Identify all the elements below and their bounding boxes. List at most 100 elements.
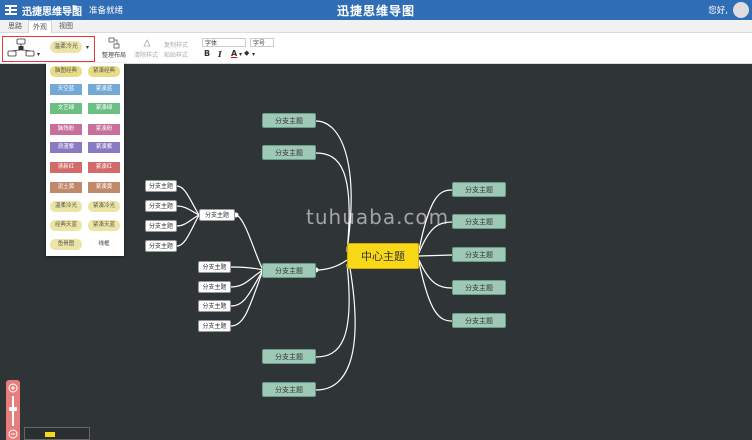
theme-option-label: 浪漫紫: [57, 144, 75, 150]
zoom-handle[interactable]: [9, 407, 17, 411]
font-family-select[interactable]: 字体: [202, 38, 246, 47]
theme-option-label: 紧凑粉: [95, 126, 113, 132]
theme-option-label: 泥土黄: [57, 184, 75, 190]
theme-option[interactable]: 天空蓝: [50, 84, 82, 95]
theme-option-label: 紧凑紫: [95, 144, 113, 150]
theme-option[interactable]: 文艺绿: [50, 103, 82, 114]
font-color-button[interactable]: A: [231, 49, 238, 58]
theme-dropdown-icon[interactable]: ▾: [86, 44, 90, 51]
theme-option-label: 紧凑蓝: [95, 86, 113, 92]
leaf-node[interactable]: 分支主题: [198, 300, 231, 312]
theme-option[interactable]: 脑残粉: [50, 124, 82, 135]
user-greeting[interactable]: 您好,: [708, 6, 728, 16]
theme-option-label: 脑残粉: [57, 126, 75, 132]
leaf-node[interactable]: 分支主题: [198, 261, 231, 273]
copy-style-button[interactable]: 复制样式: [164, 42, 189, 49]
theme-option[interactable]: 紧凑经典: [88, 66, 120, 77]
branch-node[interactable]: 分支主题: [262, 145, 316, 160]
font-size-value: 字号: [253, 40, 266, 47]
tab-view[interactable]: 视图: [59, 22, 73, 30]
theme-option-label: 天空蓝: [57, 86, 75, 92]
zoom-out-icon[interactable]: [8, 429, 18, 439]
theme-option[interactable]: 紧凑冷光: [88, 201, 120, 212]
theme-option-label: 紧凑天蓝: [92, 222, 115, 228]
theme-option-label: 紧凑冷光: [92, 203, 115, 209]
center-topic[interactable]: 中心主题: [347, 243, 419, 269]
italic-button[interactable]: I: [218, 49, 222, 59]
font-family-value: 字体: [205, 40, 218, 47]
theme-option-label: 紧凑经典: [92, 68, 115, 74]
title-bar: 迅捷思维导图 ▾ 准备就绪 迅捷思维导图 您好,: [0, 0, 752, 20]
paste-style-button[interactable]: 粘贴样式: [164, 52, 189, 59]
arrange-layout-icon[interactable]: [108, 37, 120, 49]
theme-option-label: 线框: [98, 241, 110, 247]
theme-option[interactable]: 温柔冷光: [50, 201, 82, 212]
layout-dropdown-icon[interactable]: ▾: [37, 51, 41, 58]
theme-option[interactable]: 紧凑天蓝: [88, 220, 120, 231]
leaf-node[interactable]: 分支主题: [145, 180, 177, 192]
theme-option[interactable]: 紧凑粉: [88, 124, 120, 135]
app-logo-icon[interactable]: [4, 3, 18, 17]
branch-node[interactable]: 分支主题: [452, 214, 506, 229]
zoom-track[interactable]: [12, 396, 14, 426]
theme-option[interactable]: 经典天蓝: [50, 220, 82, 231]
zoom-slider[interactable]: [6, 380, 20, 440]
tab-idea[interactable]: 思路: [8, 22, 22, 30]
theme-option[interactable]: 浪漫紫: [50, 142, 82, 153]
branch-node[interactable]: 分支主题: [262, 263, 316, 278]
branch-node[interactable]: 分支主题: [262, 113, 316, 128]
theme-option-label: 清新红: [57, 164, 75, 170]
branch-node[interactable]: 分支主题: [262, 382, 316, 397]
theme-option[interactable]: 线框: [88, 239, 120, 250]
theme-option[interactable]: 泥土黄: [50, 182, 82, 193]
leaf-node[interactable]: 分支主题: [198, 281, 231, 293]
sub-branch-node[interactable]: 分支主题: [199, 209, 235, 221]
theme-option[interactable]: 紧凑黄: [88, 182, 120, 193]
theme-option[interactable]: 紧凑蓝: [88, 84, 120, 95]
theme-option-label: 文艺绿: [57, 105, 75, 111]
app-menu-caret-icon[interactable]: ▾: [72, 3, 77, 13]
bold-button[interactable]: B: [204, 49, 211, 58]
theme-option-label: 紧凑红: [95, 164, 113, 170]
branch-node[interactable]: 分支主题: [452, 313, 506, 328]
leaf-node[interactable]: 分支主题: [145, 240, 177, 252]
theme-option-label: 紧凑绿: [95, 105, 113, 111]
app-name[interactable]: 迅捷思维导图: [22, 7, 82, 18]
theme-option[interactable]: 清新红: [50, 162, 82, 173]
status-text: 准备就绪: [89, 6, 124, 16]
clear-style-button[interactable]: 清除样式: [133, 52, 158, 59]
theme-option-label: 脑图经典: [54, 68, 77, 74]
highlight-dropdown-icon[interactable]: ▾: [252, 51, 256, 58]
leaf-node[interactable]: 分支主题: [198, 320, 231, 332]
arrange-layout-button[interactable]: 整理布局: [101, 52, 126, 59]
theme-option[interactable]: 紧凑紫: [88, 142, 120, 153]
branch-node[interactable]: 分支主题: [262, 349, 316, 364]
theme-option-label: 温柔冷光: [54, 203, 77, 209]
theme-selector[interactable]: 温柔冷光: [50, 41, 82, 53]
highlight-box: [2, 36, 95, 62]
leaf-node[interactable]: 分支主题: [145, 200, 177, 212]
branch-node[interactable]: 分支主题: [452, 280, 506, 295]
branch-node[interactable]: 分支主题: [452, 247, 506, 262]
minimap-center-marker: [45, 432, 55, 437]
theme-option[interactable]: 紧凑红: [88, 162, 120, 173]
tab-appearance[interactable]: 外观: [28, 20, 52, 33]
highlight-color-button[interactable]: ◆: [244, 49, 250, 57]
menu-tabs: 思路 外观 视图: [0, 20, 752, 33]
leaf-node[interactable]: 分支主题: [145, 220, 177, 232]
font-size-select[interactable]: 字号: [250, 38, 274, 47]
toolbar: [0, 33, 752, 64]
font-color-dropdown-icon[interactable]: ▾: [239, 51, 243, 58]
theme-option[interactable]: 紧凑绿: [88, 103, 120, 114]
clear-style-icon[interactable]: [142, 38, 152, 48]
minimap[interactable]: [24, 427, 90, 440]
avatar[interactable]: [733, 2, 749, 18]
zoom-in-icon[interactable]: [8, 383, 18, 393]
layout-structure-icon[interactable]: [6, 38, 36, 58]
theme-dropdown-panel: 脑图经典 紧凑经典 天空蓝 紧凑蓝 文艺绿 紧凑绿 脑残粉 紧凑粉 浪漫紫 紧凑…: [46, 63, 124, 256]
theme-option-label: 鱼骨图: [57, 241, 75, 247]
theme-option-label: 经典天蓝: [54, 222, 77, 228]
theme-option[interactable]: 脑图经典: [50, 66, 82, 77]
theme-option[interactable]: 鱼骨图: [50, 239, 82, 250]
branch-node[interactable]: 分支主题: [452, 182, 506, 197]
